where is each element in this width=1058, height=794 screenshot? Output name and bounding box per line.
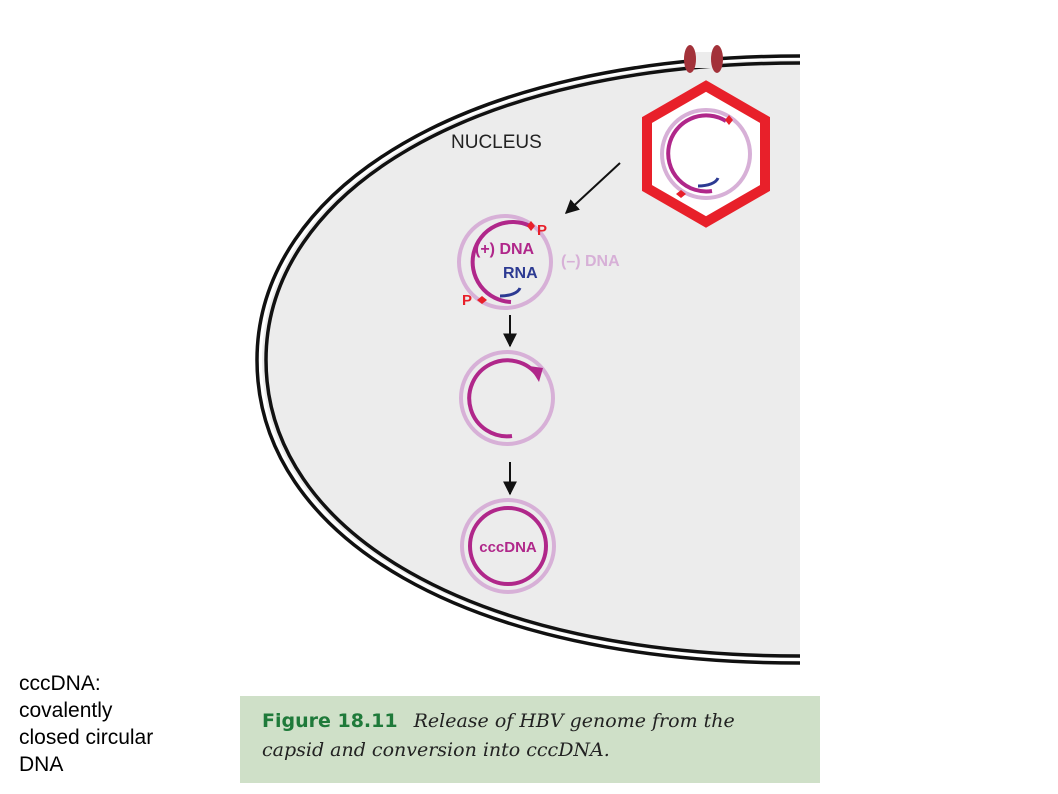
release-arrow (564, 162, 621, 214)
capsid-rna-primer (697, 177, 720, 188)
capsid-phosphate-bottom (676, 190, 686, 198)
rc-minus-strand (457, 214, 553, 310)
phosphate-label-bottom: P (462, 292, 472, 309)
repaired-dna-intermediate (459, 350, 555, 446)
rna-label: RNA (503, 265, 538, 282)
definition-line: closed circular (19, 726, 154, 749)
cccdna-definition: cccDNA: covalently closed circular DNA (19, 670, 209, 778)
nuclear-pore-left (684, 45, 696, 73)
definition-line: DNA (19, 753, 64, 776)
rc-rna-primer (499, 287, 522, 298)
cccdna-plus-strand (468, 506, 548, 586)
nuclear-envelope-inner (264, 61, 801, 658)
cccdna-minus-strand (460, 498, 556, 594)
rc-plus-strand (470, 220, 531, 304)
cccdna-label: cccDNA (479, 539, 537, 556)
capsid-plus-strand (666, 113, 728, 194)
capsid-shell (642, 80, 770, 228)
intermediate-minus-strand (459, 350, 555, 446)
rc-phosphate-bottom (477, 296, 487, 304)
definition-line: cccDNA: (19, 672, 101, 695)
figure-caption-text: Release of HBV genome from the capsid an… (262, 710, 735, 761)
minus-dna-label: (–) DNA (561, 253, 620, 270)
figure-number: Figure 18.11 (262, 710, 398, 732)
nuclear-envelope-outer (255, 54, 801, 665)
rc-phosphate-top (527, 221, 535, 231)
hbv-release-diagram: NUCLEUS (+) DNA RNA P P (–) DNA cccDNA (255, 45, 801, 665)
phosphate-label-top: P (537, 222, 547, 239)
capsid (642, 80, 770, 228)
nuclear-pore-gap (694, 52, 714, 68)
intermediate-plus-strand (467, 358, 540, 439)
intermediate-arrowhead (529, 366, 543, 382)
capsid-minus-strand (660, 108, 752, 200)
relaxed-circular-dna: (+) DNA RNA P P (457, 214, 553, 310)
nuclear-pore-right (711, 45, 723, 73)
capsid-phosphate-top (725, 115, 733, 125)
nucleus-label: NUCLEUS (451, 132, 542, 153)
plus-dna-label: (+) DNA (475, 241, 535, 258)
cccdna: cccDNA (460, 498, 556, 594)
definition-line: covalently (19, 699, 113, 722)
